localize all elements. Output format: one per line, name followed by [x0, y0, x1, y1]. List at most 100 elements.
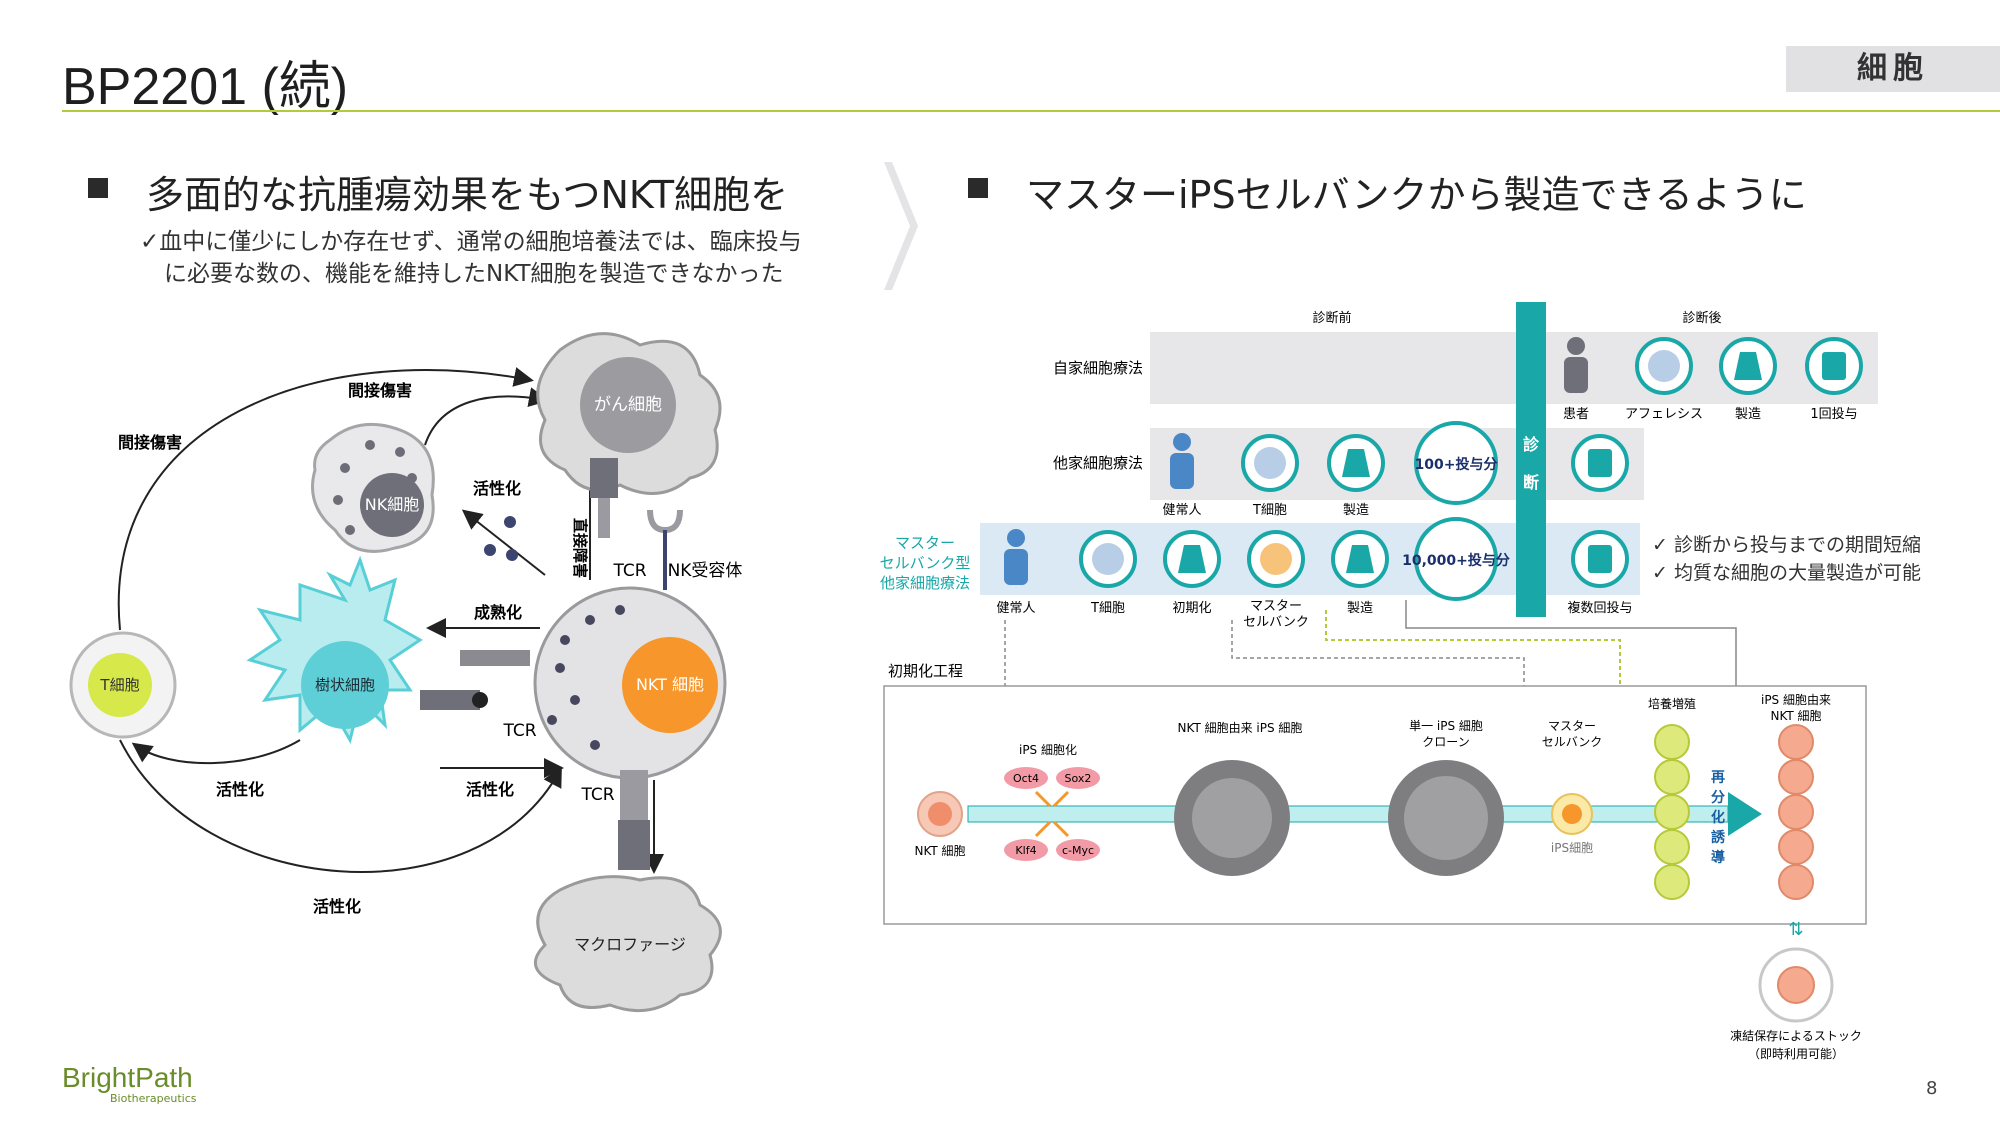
factor-sox2 [1056, 767, 1100, 789]
nkt-cell-label: NKT 細胞 [914, 844, 965, 858]
page-number: 8 [1926, 1078, 1938, 1099]
exchange-arrows-icon: ⇅ [1788, 919, 1803, 940]
right-heading: マスターiPSセルバンクから製造できるように [1026, 173, 1807, 217]
allo-manufacture-label: 製造 [1343, 503, 1369, 518]
dendritic-cell: 樹状細胞 [246, 555, 423, 744]
factor-klf4-label: Klf4 [1015, 844, 1036, 857]
macrophage-label: マクロファージ [574, 935, 686, 954]
process-title: 初期化工程 [888, 662, 963, 680]
ips-cell-label: iPS細胞 [1551, 841, 1593, 855]
factor-oct4 [1004, 767, 1048, 789]
row-allogeneic-label: 他家細胞療法 [1053, 454, 1143, 472]
nkt-derived-ips-label: NKT 細胞由来 iPS 細胞 [1178, 721, 1303, 735]
indirect-damage-left-label: 間接傷害 [118, 433, 182, 452]
benefit-2: ✓ 均質な細胞の大量製造が可能 [1652, 562, 1921, 584]
master-tcell-label: T細胞 [1090, 601, 1125, 616]
tcr-top-label: TCR [612, 561, 646, 581]
expansion-label: 培養増殖 [1648, 696, 1696, 711]
indirect-damage-top-label: 間接傷害 [348, 381, 412, 400]
page-title: BP2201 (続) [62, 58, 349, 116]
cancer-cell: がん細胞 [536, 332, 722, 495]
benefit-1: ✓ 診断から投与までの期間短縮 [1652, 534, 1921, 556]
maturation-label: 成熟化 [474, 603, 522, 622]
ips-reprogramming-label: iPS 細胞化 [1019, 743, 1077, 757]
redifferentiation-char-3: 誘 [1711, 829, 1726, 846]
master-reprogram-label: 初期化 [1172, 601, 1211, 616]
redifferentiation-char-1: 分 [1711, 790, 1725, 806]
master-bank-label-1: マスター [1250, 599, 1302, 614]
process-box [883, 685, 1867, 925]
auto-apheresis-label: アフェレシス [1625, 407, 1703, 422]
patient-icon [1564, 337, 1588, 393]
nk-receptor-label: NK受容体 [668, 561, 743, 581]
tcr-mid-label: TCR [502, 721, 536, 741]
activation-bottom-label: 活性化 [313, 897, 361, 916]
before-diagnosis-label: 診断前 [1312, 310, 1351, 326]
master-bank-p1: マスター [1548, 719, 1596, 733]
allo-doses-label: 100+投与分 [1415, 457, 1498, 473]
logo-subtitle: Biotherapeutics [110, 1092, 197, 1105]
derived-nkt-cells [1778, 724, 1814, 900]
diagnosis-bar [1516, 302, 1546, 617]
auto-manufacture-label: 製造 [1735, 407, 1761, 422]
vials-100-icon [1414, 421, 1498, 505]
bullet-square-icon [968, 178, 988, 198]
master-multi-label: 複数回投与 [1567, 600, 1632, 616]
logo-wordmark: BrightPath [62, 1062, 193, 1093]
factor-sox2-label: Sox2 [1065, 772, 1092, 785]
row-master-label-3: 他家細胞療法 [880, 574, 970, 592]
healthy-person-icon [1170, 433, 1194, 489]
left-note-line2: に必要な数の、機能を維持したNKT細胞を製造できなかった [164, 261, 784, 287]
activation-nk-label: 活性化 [473, 479, 521, 498]
healthy-person-icon [1004, 529, 1028, 585]
master-bank-p2: セルバンク [1542, 735, 1603, 749]
nk-cell: NK細胞 [311, 422, 435, 553]
row-master-label-1: マスター [895, 534, 955, 552]
nk-cell-label: NK細胞 [365, 495, 419, 514]
single-clone-label-1: 単一 iPS 細胞 [1409, 719, 1483, 733]
nkt-cell-label: NKT 細胞 [636, 675, 704, 694]
tcr-bottom-label: TCR [580, 785, 614, 805]
single-clone-label-2: クローン [1422, 735, 1469, 749]
allo-tcell-label: T細胞 [1252, 503, 1287, 518]
frozen-label-1: 凍結保存によるストック [1730, 1029, 1862, 1043]
after-diagnosis-label: 診断後 [1682, 310, 1721, 326]
frozen-label-2: （即時利用可能） [1748, 1047, 1844, 1061]
row-autologous-label: 自家細胞療法 [1053, 359, 1143, 377]
master-doses-label: 10,000+投与分 [1402, 553, 1510, 569]
auto-patient-label: 患者 [1563, 407, 1589, 422]
diagnosis-label-1: 診 [1523, 435, 1540, 454]
factor-cmyc [1056, 839, 1100, 861]
factor-cmyc-label: c-Myc [1062, 844, 1094, 857]
expanded-cells [1654, 724, 1690, 900]
left-note-line1: ✓血中に僅少にしか存在せず、通常の細胞培養法では、臨床投与 [140, 229, 802, 255]
allo-healthy-label: 健常人 [1162, 503, 1201, 518]
chevron-right-icon [884, 162, 918, 290]
dendritic-cell-label: 樹状細胞 [315, 676, 375, 694]
factor-oct4-label: Oct4 [1013, 772, 1039, 785]
redifferentiation-char-4: 導 [1711, 849, 1725, 866]
ips-nkt-label-2: NKT 細胞 [1770, 709, 1821, 723]
title-divider [62, 110, 2000, 112]
left-heading: 多面的な抗腫瘍効果をもつNKT細胞を [146, 173, 789, 217]
factor-klf4 [1004, 839, 1048, 861]
cell-therapy-process-diagram: 診断前 診断後 診 断 自家細胞療法 他家細胞療法 マスター セルバンク型 他家… [880, 302, 1921, 1061]
master-healthy-label: 健常人 [996, 601, 1035, 616]
diagnosis-label-2: 断 [1523, 473, 1539, 492]
nkt-cell: NKT 細胞 [533, 586, 727, 780]
master-manufacture-label: 製造 [1347, 601, 1373, 616]
row-master-label-2: セルバンク型 [880, 554, 971, 572]
master-bank-label-2: セルバンク [1243, 615, 1309, 630]
activation-nkt-dc-label: 活性化 [466, 780, 514, 799]
category-tag: 細胞 [1786, 46, 2000, 92]
bullet-square-icon [88, 178, 108, 198]
row-allogeneic-band [1150, 428, 1644, 500]
nkt-mechanism-diagram: がん細胞 NK細胞 T細胞 樹状細胞 NKT 細胞 [69, 332, 743, 1013]
vials-10000-icon [1414, 517, 1498, 601]
direct-damage-label: 直接障害 [571, 518, 589, 578]
activation-dc-t-label: 活性化 [216, 780, 264, 799]
cancer-cell-label: がん細胞 [594, 395, 662, 415]
redifferentiation-char-2: 化 [1711, 809, 1725, 826]
macrophage: マクロファージ [534, 875, 722, 1013]
t-cell-label: T細胞 [99, 676, 139, 694]
